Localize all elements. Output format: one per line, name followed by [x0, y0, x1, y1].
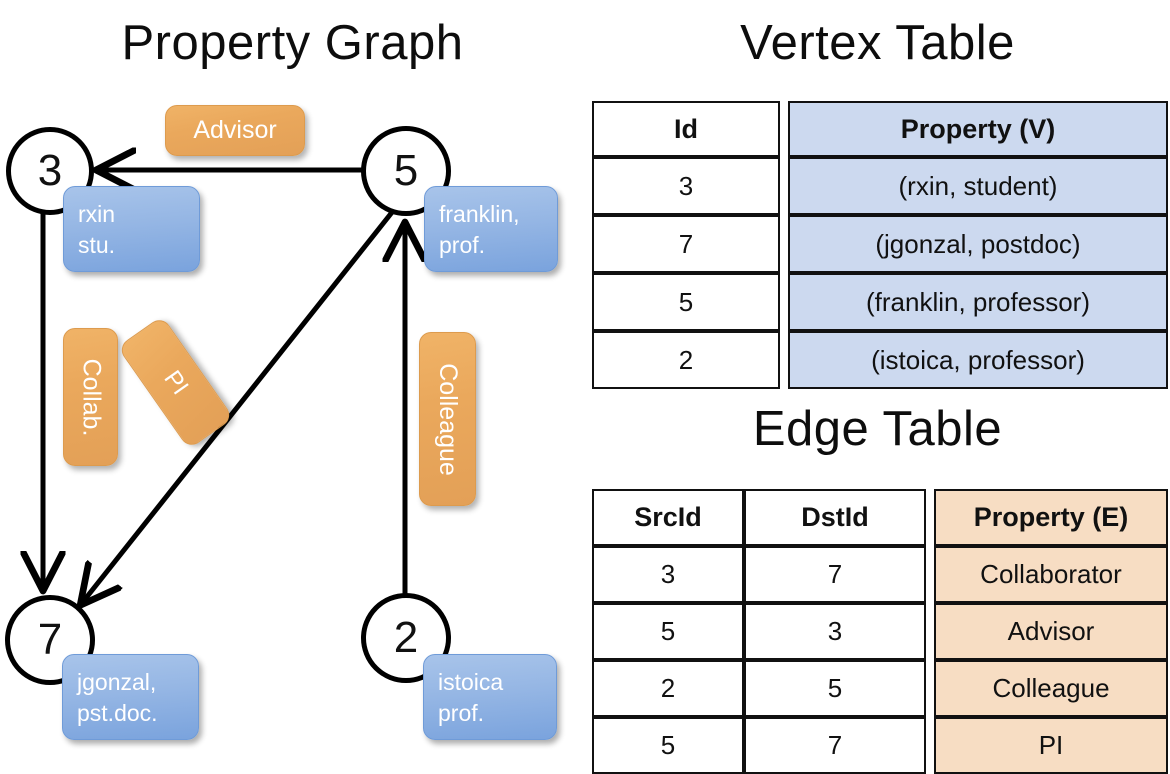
vertex-row-1-property: (jgonzal, postdoc) [788, 215, 1168, 273]
vertex-table-header-row: Id Property (V) [592, 101, 1168, 157]
edge-label-pi: PI [158, 365, 194, 400]
graph-node-2-label: 2 [393, 613, 419, 662]
vertex-row-2-id: 5 [592, 273, 780, 331]
vertex-row-1-gap [780, 215, 788, 273]
vertex-row-0-id: 3 [592, 157, 780, 215]
graph-edges-layer [0, 0, 585, 760]
vertex-property-box-2: istoica prof. [423, 654, 557, 740]
vertex-row-1-id: 7 [592, 215, 780, 273]
graph-node-3-label: 3 [37, 146, 63, 195]
edge-table: SrcId DstId Property (E) 3 7 Collaborato… [592, 489, 1168, 774]
graph-node-5-label: 5 [393, 146, 419, 195]
vertex-row-2-property: (franklin, professor) [788, 273, 1168, 331]
vertex-property-box-7-line1: jgonzal, [77, 669, 157, 695]
edge-row-3-property: PI [934, 717, 1168, 774]
vertex-table-header-id: Id [592, 101, 780, 157]
edge-table-header-row: SrcId DstId Property (E) [592, 489, 1168, 546]
table-row[interactable]: 2 5 Colleague [592, 660, 1168, 717]
edge-label-advisor: Advisor [193, 116, 277, 144]
vertex-table-header-property: Property (V) [788, 101, 1168, 157]
edge-label-colleague: Colleague [434, 362, 462, 476]
edge-row-2-dstid: 5 [744, 660, 926, 717]
edge-row-3-gap [926, 717, 934, 774]
vertex-property-box-5: franklin, prof. [424, 186, 558, 272]
table-row[interactable]: 5 7 PI [592, 717, 1168, 774]
vertex-row-3-property: (istoica, professor) [788, 331, 1168, 389]
edge-row-2-gap [926, 660, 934, 717]
vertex-property-box-3: rxin stu. [63, 186, 200, 272]
table-row[interactable]: 5 (franklin, professor) [592, 273, 1168, 331]
property-graph-diagram: 3 5 7 2 rxin stu. franklin, prof. jgonza… [0, 0, 585, 760]
edge-row-0-dstid: 7 [744, 546, 926, 603]
vertex-property-box-3-line2: stu. [78, 232, 116, 258]
vertex-row-2-gap [780, 273, 788, 331]
edge-label-box-advisor: Advisor [165, 105, 305, 156]
edge-row-3-srcid: 5 [592, 717, 744, 774]
vertex-property-box-7: jgonzal, pst.doc. [62, 654, 199, 740]
table-row[interactable]: 7 (jgonzal, postdoc) [592, 215, 1168, 273]
page-title-property-graph: Property Graph [121, 16, 464, 70]
edge-table-column-gap [926, 489, 934, 546]
edge-row-1-dstid: 3 [744, 603, 926, 660]
edge-row-0-gap [926, 546, 934, 603]
edge-row-0-srcid: 3 [592, 546, 744, 603]
vertex-property-box-3-line1: rxin [78, 201, 116, 227]
edge-row-1-property: Advisor [934, 603, 1168, 660]
vertex-row-3-gap [780, 331, 788, 389]
edge-table-header-srcid: SrcId [592, 489, 744, 546]
edge-row-1-gap [926, 603, 934, 660]
edge-row-1-srcid: 5 [592, 603, 744, 660]
table-row[interactable]: 2 (istoica, professor) [592, 331, 1168, 389]
table-row[interactable]: 3 (rxin, student) [592, 157, 1168, 215]
vertex-row-0-property: (rxin, student) [788, 157, 1168, 215]
graph-node-7-label: 7 [37, 615, 63, 664]
vertex-row-0-gap [780, 157, 788, 215]
vertex-table: Id Property (V) 3 (rxin, student) 7 (jgo… [592, 101, 1168, 389]
edge-table-header-dstid: DstId [744, 489, 926, 546]
edge-label-box-collab: Collab. [63, 328, 118, 466]
page-title-edge-table: Edge Table [752, 402, 1003, 456]
vertex-row-3-id: 2 [592, 331, 780, 389]
edge-row-3-dstid: 7 [744, 717, 926, 774]
edge-label-box-colleague: Colleague [419, 332, 476, 506]
graph-node-5[interactable]: 5 [361, 126, 451, 216]
page-title-vertex-table: Vertex Table [740, 16, 1015, 70]
graph-node-2[interactable]: 2 [361, 593, 451, 683]
edge-row-2-property: Colleague [934, 660, 1168, 717]
edge-table-header-property: Property (E) [934, 489, 1168, 546]
vertex-table-column-gap [780, 101, 788, 157]
table-row[interactable]: 3 7 Collaborator [592, 546, 1168, 603]
table-row[interactable]: 5 3 Advisor [592, 603, 1168, 660]
vertex-property-box-5-line2: prof. [439, 232, 486, 258]
vertex-property-box-5-line1: franklin, [439, 201, 520, 227]
vertex-property-box-2-line2: prof. [438, 700, 485, 726]
edge-pi-5-to-7 [82, 209, 395, 603]
edge-label-collab: Collab. [77, 358, 106, 436]
vertex-property-box-2-line1: istoica [438, 669, 504, 695]
vertex-property-box-7-line2: pst.doc. [77, 700, 158, 726]
edge-row-2-srcid: 2 [592, 660, 744, 717]
edge-row-0-property: Collaborator [934, 546, 1168, 603]
